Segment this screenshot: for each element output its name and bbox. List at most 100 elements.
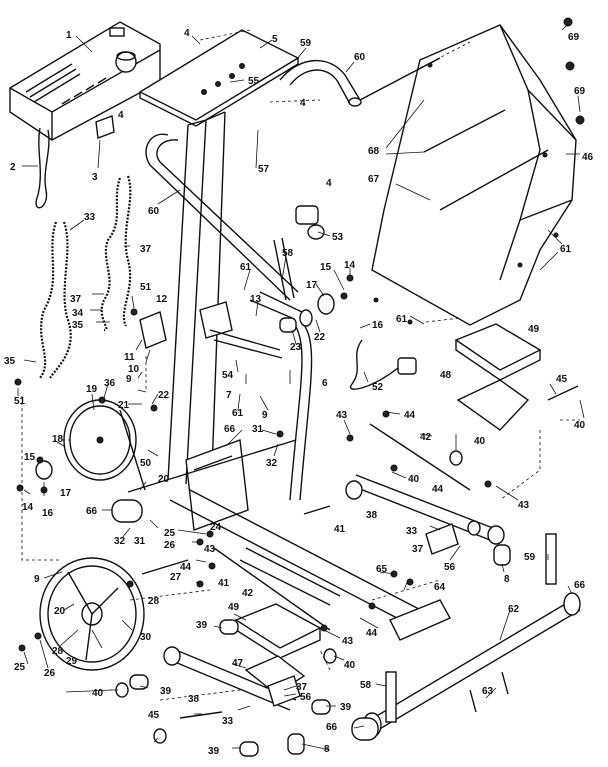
callout-48: 48 <box>440 370 452 381</box>
callout-61: 61 <box>232 408 244 419</box>
callout-66: 66 <box>574 580 586 591</box>
callout-17: 17 <box>306 280 318 291</box>
callout-58: 58 <box>360 680 372 691</box>
callout-40: 40 <box>92 688 104 699</box>
callout-22: 22 <box>314 332 326 343</box>
callout-15: 15 <box>24 452 36 463</box>
callout-40: 40 <box>408 474 420 485</box>
callout-17: 17 <box>60 488 72 499</box>
callout-41: 41 <box>334 524 346 535</box>
callout-3: 3 <box>92 172 98 183</box>
callout-40: 40 <box>574 420 586 431</box>
drive-pulley <box>39 557 145 671</box>
callout-37: 37 <box>70 294 82 305</box>
callout-49: 49 <box>228 602 240 613</box>
callout-44: 44 <box>180 562 192 573</box>
callout-38: 38 <box>188 694 200 705</box>
callout-69: 69 <box>574 86 586 97</box>
callout-33: 33 <box>222 716 234 727</box>
callout-8: 8 <box>324 744 330 755</box>
callout-50: 50 <box>140 458 152 469</box>
callout-10: 10 <box>128 364 140 375</box>
callout-1: 1 <box>66 30 72 41</box>
callout-59: 59 <box>524 552 536 563</box>
callout-8: 8 <box>504 574 510 585</box>
callout-9: 9 <box>126 374 132 385</box>
rear-stabilizer <box>351 592 581 741</box>
callout-67: 67 <box>368 174 380 185</box>
callout-42: 42 <box>420 432 432 443</box>
callout-5: 5 <box>272 34 278 45</box>
callout-26: 26 <box>44 668 56 679</box>
belt-housing <box>111 439 297 531</box>
callout-66: 66 <box>224 424 236 435</box>
callout-44: 44 <box>366 628 378 639</box>
callout-4: 4 <box>184 28 190 39</box>
console-assembly <box>9 21 161 209</box>
callout-13: 13 <box>250 294 262 305</box>
callout-28: 28 <box>52 646 64 657</box>
callout-29: 29 <box>66 656 78 667</box>
callout-21: 21 <box>118 400 130 411</box>
callout-60: 60 <box>148 206 160 217</box>
callout-42: 42 <box>242 588 254 599</box>
callout-40: 40 <box>474 436 486 447</box>
callout-31: 31 <box>134 536 146 547</box>
part-callouts: 1 2 3 4 4 4 4 5 6 7 8 8 9 9 9 10 11 12 1… <box>4 28 594 757</box>
callout-61: 61 <box>240 262 252 273</box>
callout-39: 39 <box>340 702 352 713</box>
callout-31: 31 <box>252 424 264 435</box>
callout-45: 45 <box>148 710 160 721</box>
callout-38: 38 <box>366 510 378 521</box>
assembly-guide-lines <box>21 29 580 701</box>
callout-37: 37 <box>296 682 308 693</box>
callout-39: 39 <box>208 746 220 757</box>
upright-column <box>167 111 226 485</box>
callout-51: 51 <box>140 282 152 293</box>
rear-cover <box>371 24 577 326</box>
callout-52: 52 <box>372 382 384 393</box>
callout-16: 16 <box>372 320 384 331</box>
callout-68: 68 <box>368 146 380 157</box>
callout-35: 35 <box>72 320 84 331</box>
callout-9: 9 <box>262 410 268 421</box>
callout-57: 57 <box>258 164 270 175</box>
callout-46: 46 <box>582 152 594 163</box>
callout-63: 63 <box>482 686 494 697</box>
callout-65: 65 <box>376 564 388 575</box>
callout-22: 22 <box>158 390 170 401</box>
callout-18: 18 <box>52 434 64 445</box>
callout-45: 45 <box>556 374 568 385</box>
callout-9: 9 <box>34 574 40 585</box>
callout-35: 35 <box>4 356 16 367</box>
top-mounting-plate <box>138 29 300 127</box>
callout-14: 14 <box>22 502 34 513</box>
callout-58: 58 <box>282 248 294 259</box>
callout-23: 23 <box>290 342 302 353</box>
callout-69: 69 <box>568 32 580 43</box>
callout-20: 20 <box>158 474 170 485</box>
callout-36: 36 <box>104 378 116 389</box>
callout-28: 28 <box>148 596 160 607</box>
callout-25: 25 <box>164 528 176 539</box>
callout-54: 54 <box>222 370 234 381</box>
callout-56: 56 <box>300 692 312 703</box>
pedal-arm-left <box>163 646 297 711</box>
callout-4: 4 <box>300 98 306 109</box>
callout-43: 43 <box>336 410 348 421</box>
callout-64: 64 <box>434 582 446 593</box>
callout-66: 66 <box>86 506 98 517</box>
callout-11: 11 <box>124 352 135 363</box>
axle-rods <box>179 385 579 719</box>
callout-2: 2 <box>10 162 16 173</box>
callout-6: 6 <box>322 378 328 389</box>
callout-62: 62 <box>508 604 520 615</box>
callout-27: 27 <box>170 572 182 583</box>
small-hardware <box>14 17 585 757</box>
callout-43: 43 <box>518 500 530 511</box>
base-frame <box>169 291 451 641</box>
callout-4: 4 <box>326 178 332 189</box>
callout-32: 32 <box>114 536 126 547</box>
callout-44: 44 <box>404 410 416 421</box>
callout-41: 41 <box>218 578 230 589</box>
